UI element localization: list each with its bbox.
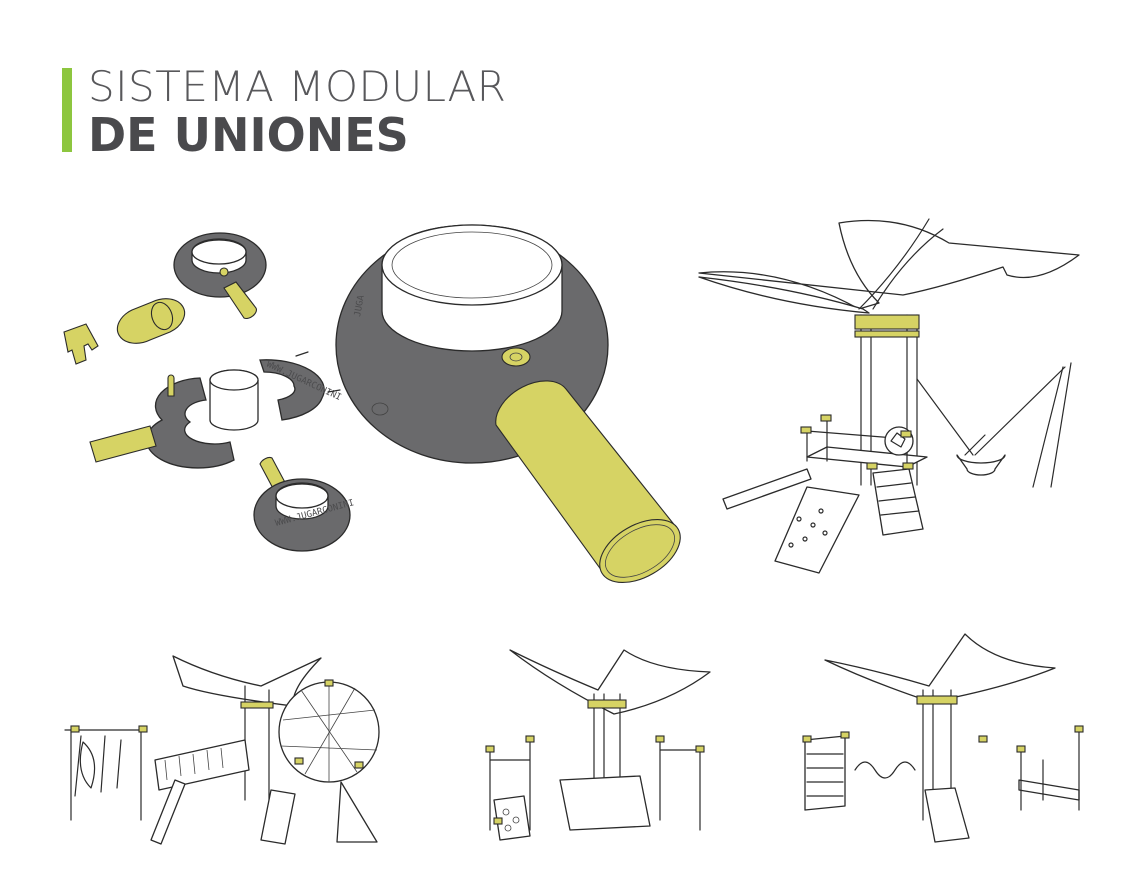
title-line-1: SISTEMA MODULAR xyxy=(88,62,507,111)
split-clamp: WWW.JUGARCONINI xyxy=(145,359,343,469)
end-cap-part xyxy=(63,323,99,365)
exploded-connector-parts: WWW.JUGARCONINI WWW.JUGARCONINI xyxy=(63,232,355,552)
sleeve-part xyxy=(116,298,186,344)
title-line-2: DE UNIONES xyxy=(88,108,409,162)
small-connector-top xyxy=(173,232,267,319)
playground-canopy-large xyxy=(698,218,1080,574)
ring-text-large: JUGA xyxy=(353,294,367,318)
tube-piece xyxy=(89,425,157,463)
playground-set-center xyxy=(485,649,711,841)
title-accent-bar xyxy=(62,68,72,152)
bolt-head-large xyxy=(501,347,531,367)
large-connector-illustration: JUGA xyxy=(335,224,681,584)
tube-stub xyxy=(223,281,257,319)
yellow-tube-large xyxy=(495,380,681,584)
small-connector-bottom: WWW.JUGARCONINI xyxy=(253,456,355,552)
playground-set-right xyxy=(802,633,1084,843)
playground-set-dome xyxy=(64,655,380,845)
bolt-head xyxy=(219,267,229,277)
